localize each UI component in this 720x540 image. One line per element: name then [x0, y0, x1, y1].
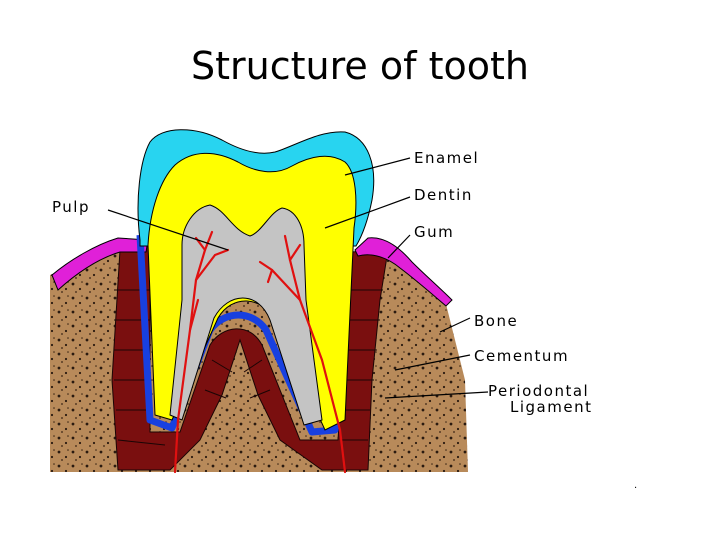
label-cementum: Cementum — [474, 347, 569, 365]
label-enamel: Enamel — [414, 149, 479, 167]
label-pulp: Pulp — [52, 198, 90, 216]
footer-mark: . — [634, 480, 637, 491]
label-bone: Bone — [474, 312, 518, 330]
label-ligament: Ligament — [510, 398, 592, 416]
label-gum: Gum — [414, 223, 454, 241]
label-dentin: Dentin — [414, 186, 473, 204]
